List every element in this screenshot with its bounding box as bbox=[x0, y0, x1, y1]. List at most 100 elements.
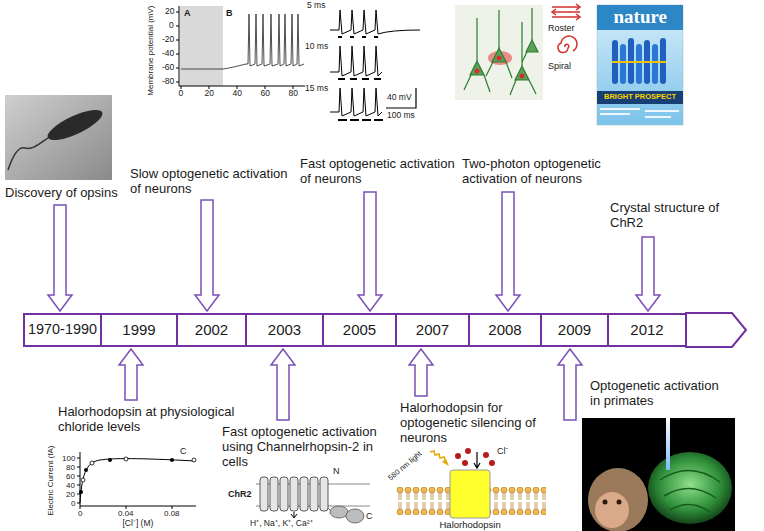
chr2-topology bbox=[290, 477, 298, 511]
primate-photo bbox=[666, 418, 670, 470]
tick-label: 40 bbox=[66, 481, 75, 490]
scale-label: 40 mV bbox=[387, 93, 412, 103]
bacterium-photo bbox=[8, 138, 48, 170]
caption: Halorhodopsin for optogenetic silencing … bbox=[400, 400, 550, 445]
journal-cover bbox=[600, 113, 630, 115]
year-label: 2005 bbox=[343, 322, 376, 339]
tick-label: 0.04 bbox=[118, 509, 134, 518]
voltage-plot bbox=[179, 6, 305, 86]
chr2-topology bbox=[260, 477, 328, 511]
protein-label: ChR2 bbox=[228, 489, 252, 499]
current-plot bbox=[84, 468, 88, 472]
caption: Fast optogenetic activation using Channe… bbox=[222, 424, 382, 469]
neuron-illustration bbox=[475, 69, 480, 74]
neuron-illustration bbox=[464, 18, 490, 92]
halorhodopsin-pump bbox=[455, 453, 461, 459]
scale-label: 100 ms bbox=[387, 111, 415, 121]
chr2-topology bbox=[291, 512, 297, 518]
primate-photo bbox=[582, 418, 735, 531]
chr2-topology bbox=[300, 477, 308, 511]
caption: Fast optogenetic activation of neurons bbox=[300, 156, 460, 186]
pointer-arrow bbox=[409, 349, 433, 396]
tick-label: 0 bbox=[78, 509, 82, 518]
primate-photo bbox=[660, 470, 720, 512]
spike-traces bbox=[386, 88, 416, 108]
halorhodopsin-pump bbox=[450, 470, 490, 518]
halorhodopsin-pump bbox=[465, 448, 471, 454]
pointer-arrow bbox=[271, 349, 295, 420]
current-plot bbox=[108, 458, 112, 462]
timeline-arrow-tip bbox=[685, 313, 746, 347]
chr2-topology bbox=[270, 477, 278, 511]
tick-label: 20 bbox=[205, 89, 214, 99]
panel-letter: B bbox=[226, 8, 233, 18]
chr2-topology bbox=[346, 509, 364, 523]
ion-label: Cl⁻ bbox=[497, 446, 509, 456]
year-label: 1970-1990 bbox=[28, 322, 97, 338]
mode-label: Roster bbox=[548, 23, 575, 33]
current-plot bbox=[77, 452, 196, 509]
year-box: 1999 bbox=[100, 313, 178, 347]
protein-label: Halorhodopsin bbox=[440, 520, 501, 531]
chr2-topology bbox=[330, 506, 348, 518]
primate-photo bbox=[582, 418, 735, 531]
neuron-illustration bbox=[455, 4, 580, 100]
voltage-plot bbox=[180, 6, 223, 86]
year-box: 2005 bbox=[322, 313, 397, 347]
panel-letter: A bbox=[184, 8, 191, 18]
caption: Slow optogenetic activation of neurons bbox=[130, 166, 290, 196]
pointer-arrow bbox=[496, 192, 520, 311]
tick-label: -20 bbox=[162, 35, 174, 45]
spike-traces bbox=[330, 10, 420, 120]
pointer-arrow bbox=[636, 237, 660, 311]
year-label: 2003 bbox=[268, 322, 301, 339]
caption: Crystal structure of ChR2 bbox=[610, 200, 725, 230]
current-plot bbox=[124, 457, 128, 461]
journal-cover bbox=[612, 61, 666, 63]
tick-label: -60 bbox=[162, 63, 174, 73]
light-label: 580 nm light bbox=[387, 449, 424, 482]
current-plot bbox=[79, 490, 83, 494]
caption: Two-photon optogenetic activation of neu… bbox=[462, 156, 612, 186]
axis-title: Membrane potential (mV) bbox=[146, 5, 155, 95]
neuron-illustration bbox=[526, 40, 538, 52]
chr2-topology bbox=[310, 477, 318, 511]
pointer-arrow bbox=[558, 349, 582, 420]
neuron-illustration bbox=[515, 66, 529, 80]
terminus-label: N bbox=[333, 466, 340, 476]
neuron-illustration bbox=[464, 8, 538, 95]
journal-cover bbox=[645, 110, 679, 112]
tick-label: 80 bbox=[289, 89, 298, 99]
ion-label: H⁺, Na⁺, K⁺, Ca²⁺ bbox=[250, 519, 313, 529]
year-label: 1999 bbox=[122, 322, 155, 339]
halorhodopsin-pump bbox=[430, 451, 445, 460]
year-box: 2002 bbox=[176, 313, 247, 347]
year-label: 2009 bbox=[558, 322, 591, 339]
primate-photo bbox=[588, 468, 648, 531]
halorhodopsin-pump bbox=[483, 452, 489, 458]
journal-cover bbox=[597, 91, 683, 104]
chr2-topology bbox=[256, 477, 370, 523]
neuron-illustration bbox=[552, 7, 580, 17]
current-plot bbox=[192, 458, 196, 462]
caption: Discovery of opsins bbox=[5, 186, 118, 201]
halorhodopsin-pump bbox=[474, 452, 480, 468]
spike-traces bbox=[330, 88, 382, 116]
chr2-topology bbox=[280, 477, 288, 511]
cover-headline: BRIGHT PROSPECT bbox=[604, 93, 676, 102]
voltage-plot bbox=[181, 14, 304, 69]
trace-label: 10 ms bbox=[305, 42, 328, 52]
terminus-label: C bbox=[366, 511, 373, 521]
tick-label: -80 bbox=[162, 77, 174, 87]
primate-photo bbox=[648, 452, 732, 524]
year-box: 2012 bbox=[607, 313, 687, 347]
axis-title: [Cl⁻] (M) bbox=[123, 519, 154, 529]
journal-cover bbox=[597, 5, 683, 30]
tick-label: 100 bbox=[62, 454, 75, 463]
year-box: 1970-1990 bbox=[23, 313, 102, 347]
journal-cover bbox=[597, 5, 683, 125]
tick-label: 0 bbox=[71, 499, 75, 508]
voltage-plot bbox=[176, 12, 293, 89]
